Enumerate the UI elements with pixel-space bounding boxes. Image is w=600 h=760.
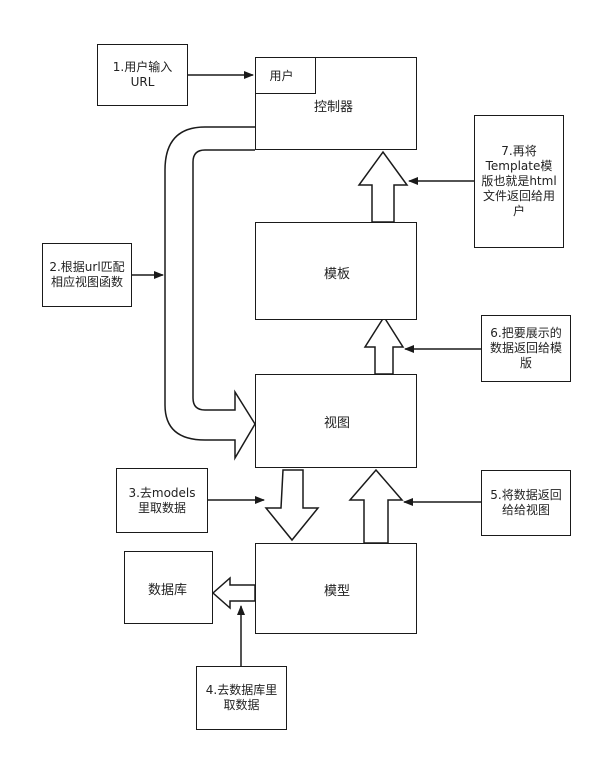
step7-line2: Template模: [485, 159, 553, 173]
template-label: 模板: [324, 267, 351, 282]
model-box: 模型: [255, 543, 417, 634]
controller-box: 用户 控制器: [254, 56, 417, 150]
step7-line3: 版也就是html: [481, 174, 557, 188]
controller-label: 控制器: [314, 100, 354, 115]
controller-to-view-arrow: [164, 126, 256, 461]
step7-note: 7.再将 Template模 版也就是html 文件返回给用 户: [474, 115, 564, 248]
step2-note: 2.根据url匹配 相应视图函数: [42, 243, 132, 307]
step2-line1: 2.根据url匹配: [49, 260, 125, 274]
model-label: 模型: [324, 584, 351, 599]
step1-line2: URL: [130, 75, 155, 89]
step1-line1: 1.用户输入: [112, 60, 173, 74]
step2-line2: 相应视图函数: [50, 275, 123, 289]
step6-line2: 数据返回给模: [489, 341, 562, 355]
step5-line2: 给给视图: [501, 503, 550, 517]
step5-note: 5.将数据返回 给给视图: [481, 470, 571, 536]
step4-line1: 4.去数据库里: [205, 683, 278, 697]
database-label: 数据库: [148, 583, 188, 598]
step7-line1: 7.再将: [501, 144, 537, 158]
step6-line3: 版: [519, 356, 532, 370]
step3-line1: 3.去models: [128, 485, 196, 500]
step4-line2: 取数据: [223, 698, 260, 712]
user-label: 用户: [269, 68, 294, 83]
step4-note: 4.去数据库里 取数据: [196, 666, 287, 730]
step6-line1: 6.把要展示的: [490, 326, 562, 340]
model-to-view-arrow: [348, 468, 404, 544]
template-to-controller-arrow: [357, 150, 409, 223]
step3-note: 3.去models 里取数据: [116, 468, 208, 533]
view-to-model-arrow: [264, 469, 320, 542]
step7-line4: 文件返回给用: [482, 189, 555, 203]
step1-note: 1.用户输入 URL: [97, 44, 188, 106]
view-box: 视图: [255, 374, 417, 468]
step3-line2: 里取数据: [137, 500, 186, 515]
step6-note: 6.把要展示的 数据返回给模 版: [481, 315, 571, 382]
view-label: 视图: [324, 416, 351, 431]
template-box: 模板: [255, 222, 417, 320]
view-to-template-arrow: [363, 315, 405, 375]
model-to-database-arrow: [211, 576, 256, 610]
step7-line5: 户: [512, 204, 525, 218]
step5-line1: 5.将数据返回: [490, 488, 562, 502]
database-box: 数据库: [124, 551, 213, 624]
user-box: 用户: [254, 56, 316, 94]
